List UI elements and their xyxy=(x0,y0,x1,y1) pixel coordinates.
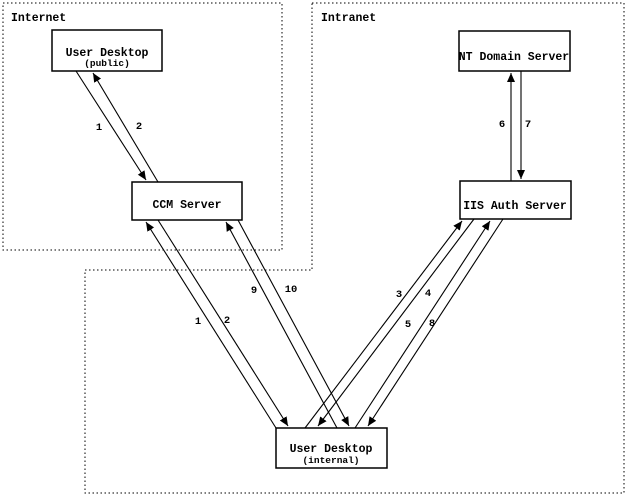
flow-arrow-10-ccm-to-internal xyxy=(237,219,350,427)
user-desktop-public-label: User Desktop xyxy=(66,47,149,60)
ccm-server-box xyxy=(131,181,243,221)
flow-label-10: 10 xyxy=(285,284,298,296)
flow-label-2-internal: 2 xyxy=(224,315,230,327)
flow-label-2-public: 2 xyxy=(136,121,142,133)
nt-domain-server-box xyxy=(458,30,571,72)
flow-label-8: 8 xyxy=(429,318,435,330)
user-desktop-internal-sublabel: (internal) xyxy=(302,455,359,466)
flow-arrow-8-iis-to-internal xyxy=(367,218,504,427)
flow-arrow-9-internal-to-ccm xyxy=(225,221,338,429)
node-user-desktop-public: User Desktop (public) xyxy=(51,29,163,72)
ccm-server-label: CCM Server xyxy=(152,199,221,212)
flow-arrow-2-ccm-to-public xyxy=(92,72,159,183)
flow-arrow-4-iis-to-internal xyxy=(317,218,475,427)
node-nt-domain-server: NT Domain Server xyxy=(458,30,571,72)
flow-labels: 1 2 1 2 9 10 3 4 5 8 6 7 xyxy=(96,119,531,331)
node-user-desktop-internal: User Desktop (internal) xyxy=(275,427,388,469)
flow-arrow-3-internal-to-iis xyxy=(304,220,463,429)
flow-label-1-public: 1 xyxy=(96,122,102,134)
flow-arrow-5-internal-to-iis xyxy=(354,220,491,429)
flow-label-9: 9 xyxy=(251,285,257,297)
iis-auth-server-box xyxy=(459,180,572,220)
flow-arrows xyxy=(75,70,525,429)
intranet-region-border xyxy=(84,2,625,494)
node-ccm-server: CCM Server xyxy=(131,181,243,221)
flow-label-4: 4 xyxy=(425,288,431,300)
flow-arrow-2-ccm-to-internal xyxy=(157,219,289,427)
user-desktop-public-box xyxy=(51,29,163,72)
nt-domain-server-label: NT Domain Server xyxy=(459,51,570,64)
flow-label-3: 3 xyxy=(396,289,402,301)
internet-region-border xyxy=(2,2,283,251)
intranet-region-label: Intranet xyxy=(321,12,376,25)
flow-label-6: 6 xyxy=(499,119,505,131)
iis-auth-server-label: IIS Auth Server xyxy=(463,200,567,213)
user-desktop-internal-label: User Desktop xyxy=(290,443,373,456)
flow-label-5: 5 xyxy=(405,319,411,331)
flow-label-7: 7 xyxy=(525,119,531,131)
flow-label-1-internal: 1 xyxy=(195,316,201,328)
node-iis-auth-server: IIS Auth Server xyxy=(459,180,572,220)
user-desktop-internal-box xyxy=(275,427,388,469)
flow-arrow-1-public-to-ccm xyxy=(75,70,147,181)
flow-arrow-1-internal-to-ccm xyxy=(145,221,277,429)
user-desktop-public-sublabel: (public) xyxy=(84,58,130,69)
internet-region-label: Internet xyxy=(11,12,66,25)
